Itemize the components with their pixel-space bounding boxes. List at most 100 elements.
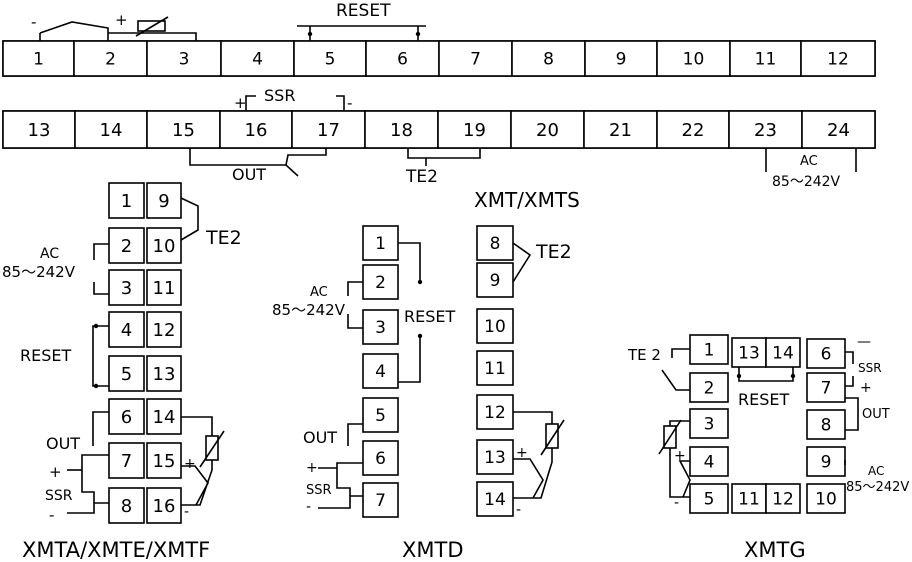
xmtd-terminal-3-label: 3 [375,318,386,338]
xmtg-terminal-1-label: 1 [704,341,715,361]
strip1-terminal-11-label: 11 [755,50,777,70]
strip2-terminal-15: 15 [146,110,221,149]
xmtd-terminal-5-label: 5 [375,406,386,426]
strip2-terminal-16: 16 [219,110,293,149]
xmta-terminal-1: 1 [108,182,145,219]
strip1-terminal-5: 5 [293,40,367,77]
xmtg-terminal-4: 4 [689,446,729,477]
xmtd-terminal-14: 14 [476,481,514,517]
strip2-terminal-15-label: 15 [172,120,195,141]
strip1-terminal-8: 8 [511,40,586,77]
xmta-terminal-14-label: 14 [153,407,176,428]
xmta-ac-label: AC [40,246,59,262]
strip2-ac-label: AC [800,154,818,169]
xmtg-terminal-14: 14 [765,337,801,368]
svg-text:-: - [306,499,311,515]
model-xmta-label: XMTA/XMTE/XMTF [22,538,210,562]
xmta-terminal-3: 3 [108,269,145,306]
svg-text:-: - [674,495,679,511]
xmta-terminal-9: 9 [146,182,182,219]
svg-text:-: - [49,506,54,524]
xmta-terminal-11-label: 11 [153,278,176,299]
strip1-terminal-10-label: 10 [683,50,705,70]
xmtd-terminal-11-label: 11 [484,359,506,379]
xmta-ac-range: 85～242V [2,263,76,281]
strip2-terminal-21: 21 [583,110,658,149]
strip2-terminal-16-label: 16 [245,120,268,141]
xmta-terminal-5: 5 [108,355,145,392]
strip2-wiring: + SSR - OUT TE2 AC 85～242V [189,86,857,190]
xmta-terminal-7-label: 7 [121,451,132,472]
xmtg-terminal-11-label: 11 [738,490,760,510]
xmtd-terminal-8: 8 [476,225,514,261]
xmtg-terminal-10-label: 10 [815,490,837,510]
svg-text:+: + [306,460,318,476]
xmtg-terminal-2: 2 [689,372,729,403]
xmta-terminal-1-label: 1 [121,191,132,212]
xmta-terminal-4-label: 4 [121,320,132,341]
strip1-terminal-9-label: 9 [616,50,627,70]
xmtd-terminal-2-label: 2 [375,273,386,293]
strip1-terminal-12-label: 12 [827,50,849,70]
xmtd-terminal-7: 7 [362,482,399,518]
xmtg-terminal-5: 5 [689,483,729,514]
xmtg-terminal-12-label: 12 [772,490,794,510]
xmtd-terminal-13-label: 13 [484,448,506,468]
xmtd-terminal-8-label: 8 [490,234,501,254]
strip2-terminal-17-label: 17 [317,120,340,141]
strip2-terminal-24: 24 [801,110,876,149]
strip1-reset-label: RESET [336,1,391,21]
xmtg-terminal-11: 11 [731,483,767,514]
xmtg-te2-label: TE 2 [627,346,661,364]
strip2-terminal-13: 13 [2,110,76,149]
xmtd-ssr-label: SSR [306,483,332,498]
xmtd-terminal-10-label: 10 [484,317,506,337]
xmtd-out-label: OUT [303,428,337,447]
xmtg-terminal-3: 3 [689,408,729,439]
xmtd-terminal-14-label: 14 [484,490,506,510]
svg-text:-: - [516,502,521,518]
xmtg-terminal-13-label: 13 [738,344,760,364]
strip2-terminal-20: 20 [510,110,585,149]
xmtd-reset-label: RESET [404,307,455,326]
xmtd-terminal-7-label: 7 [375,491,386,511]
xmta-terminal-2: 2 [108,227,145,264]
xmtg-terminal-1: 1 [689,334,729,365]
xmtd-terminal-12-label: 12 [484,403,506,423]
strip2-terminal-18-label: 18 [390,120,413,141]
xmtd-terminal-5: 5 [362,397,399,433]
model-xmtd-label: XMTD [402,538,464,562]
xmtg-terminal-14-label: 14 [772,344,794,364]
xmtg-ac-label: AC [868,464,884,478]
svg-text:-: - [184,504,189,520]
xmtg-terminal-9-label: 9 [821,453,832,473]
xmtg-terminal-10: 10 [806,483,846,514]
xmtd-terminal-9-label: 9 [490,271,501,291]
xmta-terminal-11: 11 [146,269,182,306]
xmta-terminal-9-label: 9 [158,191,169,212]
strip2-te2-label: TE2 [405,167,438,187]
xmtg-terminal-13: 13 [731,337,767,368]
strip2-terminal-19-label: 19 [463,120,486,141]
xmta-terminal-10: 10 [146,227,182,264]
xmtd-terminal-11: 11 [476,350,514,386]
xmta-terminal-6-label: 6 [121,407,132,428]
strip1-terminal-4-label: 4 [252,50,263,70]
strip1-terminal-5-label: 5 [325,50,336,70]
strip2-terminal-22-label: 22 [682,120,705,141]
xmtg-terminal-9: 9 [806,446,846,477]
svg-text:+: + [516,445,528,461]
strip1-terminal-8-label: 8 [543,50,554,70]
xmtg-ssr-label: SSR [858,361,882,375]
strip1-terminal-4: 4 [220,40,295,77]
xmta-terminal-8: 8 [108,487,145,524]
strip1-top-wiring: - + RESET [31,1,426,41]
strip2-terminal-17: 17 [291,110,366,149]
xmta-te2-label: TE2 [205,227,242,249]
xmtd-terminal-4: 4 [362,353,399,389]
model-xmt-xmts-label: XMT/XMTS [474,188,580,212]
xmta-terminal-10-label: 10 [153,236,176,257]
